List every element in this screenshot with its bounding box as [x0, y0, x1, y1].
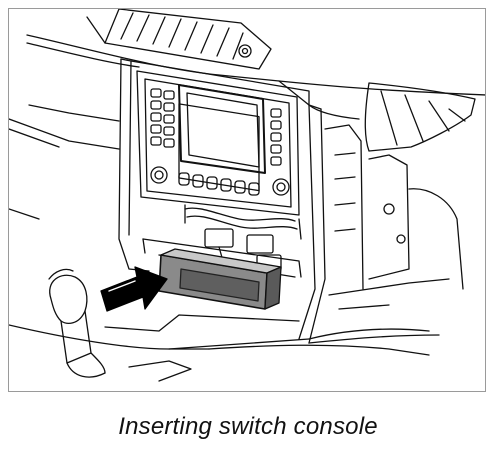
right-side-structure [308, 124, 464, 344]
navigation-screen [178, 103, 260, 192]
center-console [9, 314, 430, 382]
air-vents [86, 9, 272, 70]
insert-direction-arrow-icon [100, 266, 168, 312]
illustration-frame [8, 8, 486, 392]
wire-connector [246, 234, 274, 254]
figure-caption: Inserting switch console [118, 413, 378, 440]
dashboard-illustration [9, 9, 485, 382]
wire-connector [204, 228, 234, 248]
switch-console [158, 248, 282, 310]
steering-column [364, 82, 476, 152]
head-unit [136, 70, 300, 216]
gear-shift-lever [48, 268, 106, 378]
left-panel [9, 104, 120, 220]
